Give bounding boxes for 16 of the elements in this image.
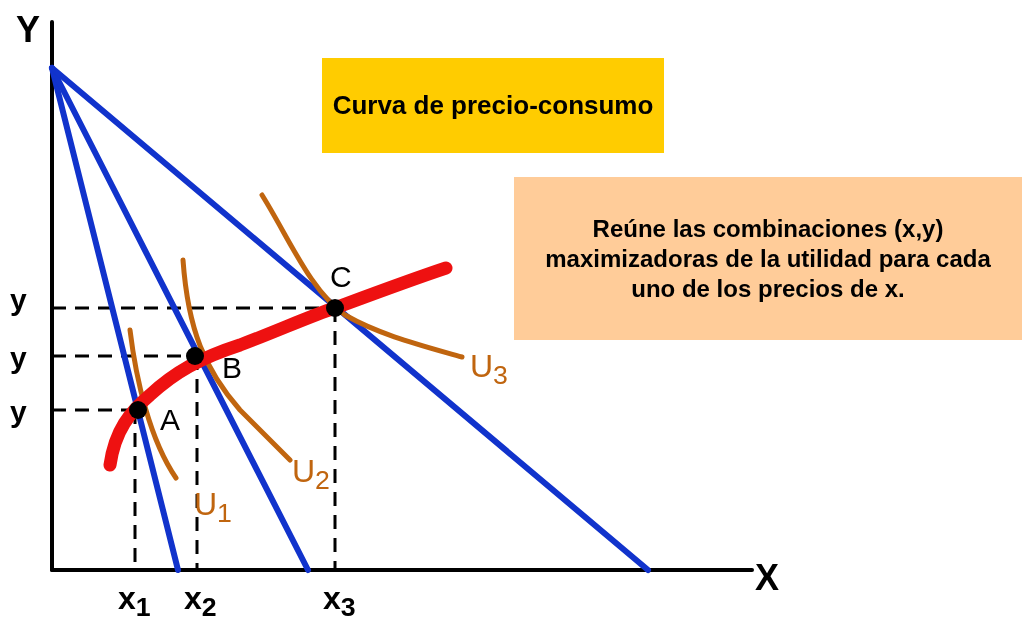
text-box: Reúne las combinaciones (x,y) maximizadoras de la utilidad para cada uno de los precios de x. [514, 177, 1022, 340]
axis-tick-label: y [10, 343, 27, 373]
axis-tick-label: y [10, 285, 27, 315]
curve-label: U$_{2}$ [292, 455, 330, 495]
text-box: Curva de precio-consumo [322, 58, 664, 153]
point-label: B [222, 353, 242, 383]
axis-tick-label: x$_{2}$ [184, 582, 217, 622]
curve-label: U$_{3}$ [470, 350, 508, 390]
curve-label: U$_{1}$ [194, 488, 232, 528]
axis-tick-label: x$_{1}$ [118, 582, 151, 622]
axis-tick-label: y [10, 397, 27, 427]
axis-label: X [755, 560, 779, 596]
axis-tick-label: x$_{3}$ [323, 582, 356, 622]
axis-label: Y [16, 12, 40, 48]
point-label: C [330, 262, 352, 292]
point-label: A [160, 405, 180, 435]
